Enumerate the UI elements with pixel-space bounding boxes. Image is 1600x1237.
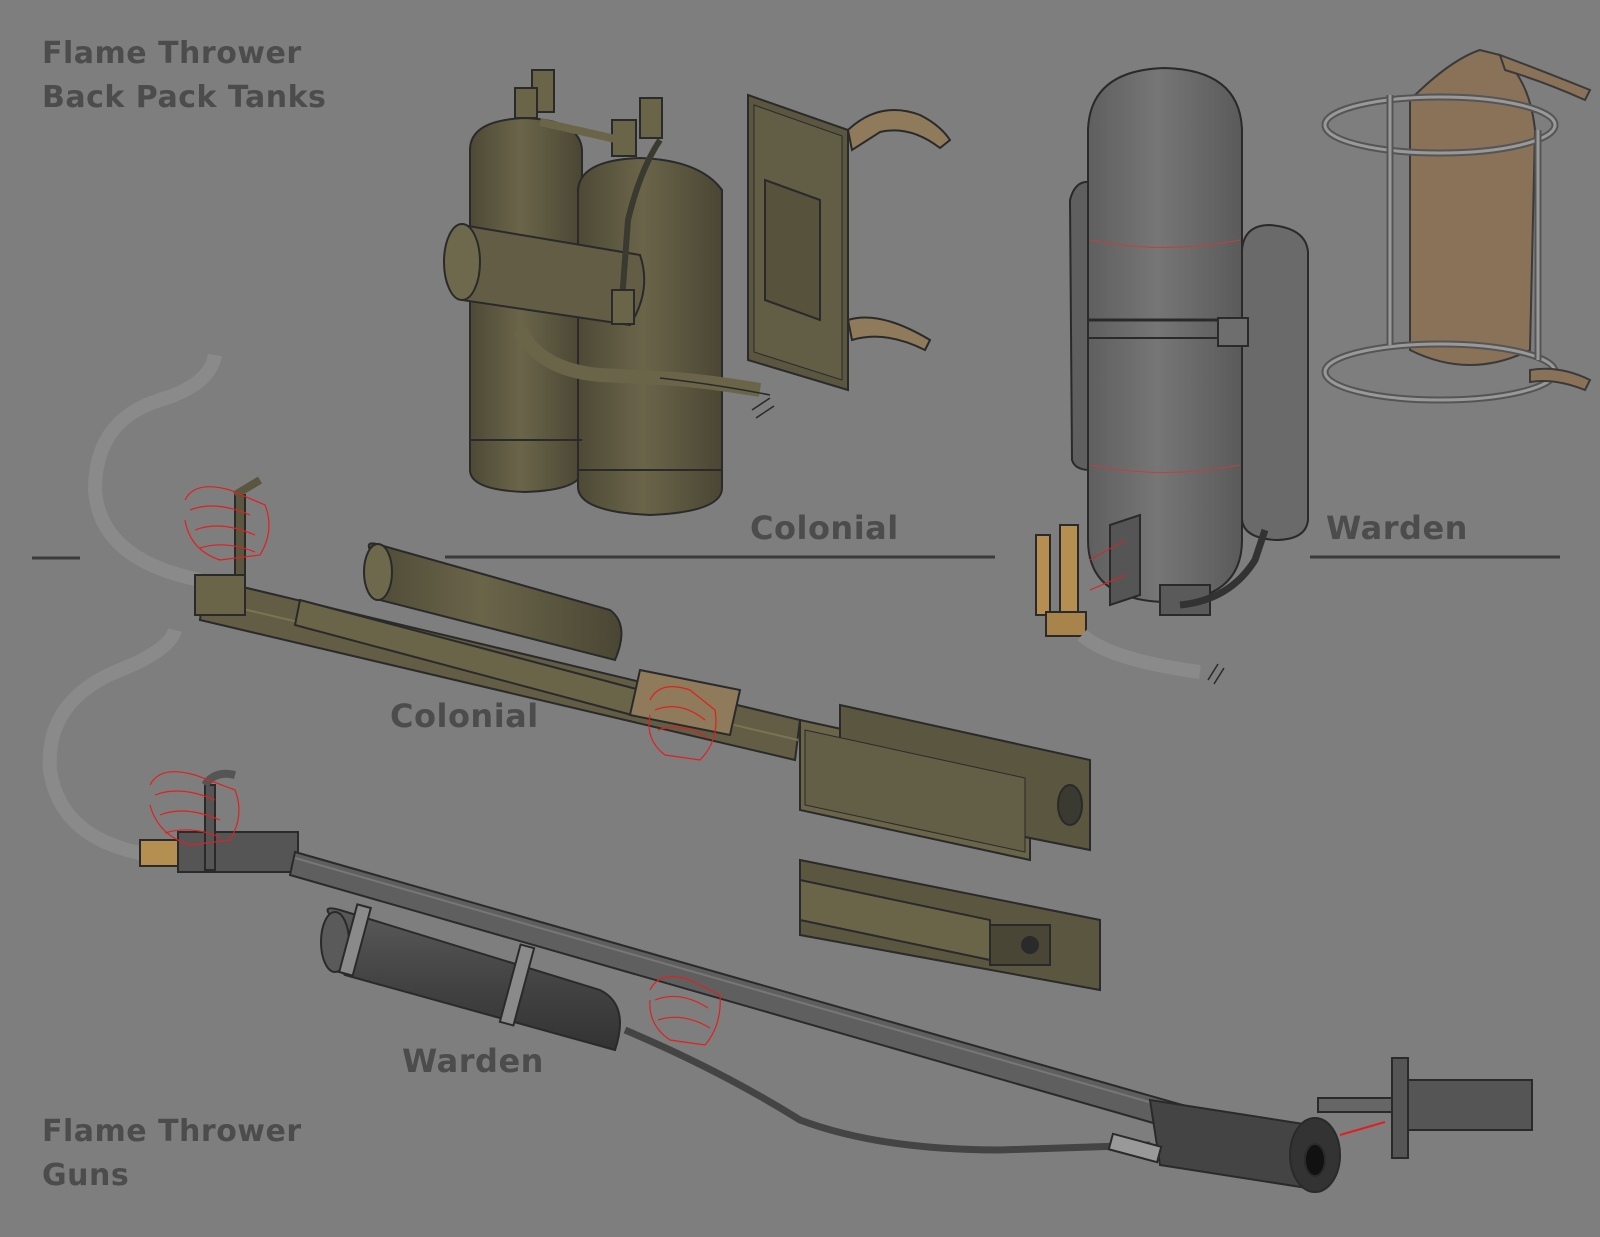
warden-nozzle-detail [1317, 1057, 1533, 1159]
backpack-heading-line-1: Flame Thrower [42, 36, 302, 71]
section-dividers [32, 555, 1560, 560]
guns-heading-line-1: Flame Thrower [42, 1114, 302, 1149]
backpack-heading-line-2: Back Pack Tanks [42, 80, 327, 115]
colonial-back-plate [747, 93, 952, 392]
colonial-gun-label: Colonial [390, 697, 539, 735]
backpack-heading: Flame Thrower Back Pack Tanks [42, 32, 326, 120]
colonial-backpack-tanks [443, 69, 775, 517]
warden-gun-label: Warden [402, 1042, 544, 1080]
warden-back-frame [1321, 48, 1592, 404]
colonial-tank-label: Colonial [750, 509, 899, 547]
guns-heading-line-2: Guns [42, 1158, 130, 1193]
warden-backpack-tank [1035, 66, 1309, 685]
hand-grip-sketches [149, 486, 721, 1046]
warden-tank-label: Warden [1326, 509, 1468, 547]
colonial-flamethrower-gun [87, 353, 1091, 862]
warden-flamethrower-gun [42, 627, 1341, 1193]
colonial-nozzle-detail [799, 858, 1101, 992]
guns-heading: Flame Thrower Guns [42, 1110, 302, 1198]
